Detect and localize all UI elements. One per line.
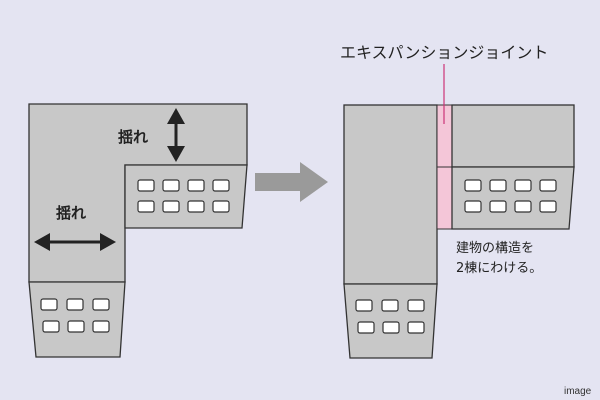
sway-arrow-vertical-icon [167, 108, 185, 162]
building-before-wing-windows [137, 179, 230, 213]
window [381, 299, 399, 312]
sway-label-top: 揺れ [118, 128, 148, 146]
window [66, 298, 84, 311]
building-after-block-b-windows [464, 179, 557, 213]
window [355, 299, 373, 312]
building-after-block-b-face [451, 166, 575, 230]
sway-label-left: 揺れ [56, 204, 86, 222]
window [67, 320, 85, 333]
window [187, 200, 205, 213]
window [514, 200, 532, 213]
window [212, 179, 230, 192]
corner-label: image [564, 386, 592, 397]
building-before-wing-face [124, 164, 248, 229]
window [539, 179, 557, 192]
window [40, 298, 58, 311]
building-after-block-a-windows [355, 299, 425, 334]
window [489, 179, 507, 192]
window [92, 298, 110, 311]
building-before-lower-windows [40, 298, 110, 333]
window [464, 179, 482, 192]
window [407, 299, 425, 312]
transition-arrow-icon [255, 162, 328, 202]
window [407, 321, 425, 334]
building-after-block-b [451, 104, 575, 168]
expansion-joint-label: エキスパンションジョイント [340, 43, 548, 62]
window [489, 200, 507, 213]
sway-arrow-horizontal-icon [34, 233, 116, 251]
building-after-block-a-face [343, 283, 438, 359]
building-after: エキスパンションジョイント 建物の構造を 2棟にわける。 [340, 43, 575, 359]
note-line-2: 2棟にわける。 [456, 261, 542, 276]
note-line-1: 建物の構造を [456, 241, 534, 256]
window [42, 320, 60, 333]
window [464, 200, 482, 213]
window [92, 320, 110, 333]
building-after-block-a [343, 104, 438, 285]
window [162, 200, 180, 213]
window [357, 321, 375, 334]
window [187, 179, 205, 192]
window [514, 179, 532, 192]
building-before-lower-face [28, 281, 126, 358]
building-before: 揺れ 揺れ [28, 103, 248, 358]
window [382, 321, 400, 334]
window [162, 179, 180, 192]
window [137, 200, 155, 213]
window [137, 179, 155, 192]
window [212, 200, 230, 213]
window [539, 200, 557, 213]
